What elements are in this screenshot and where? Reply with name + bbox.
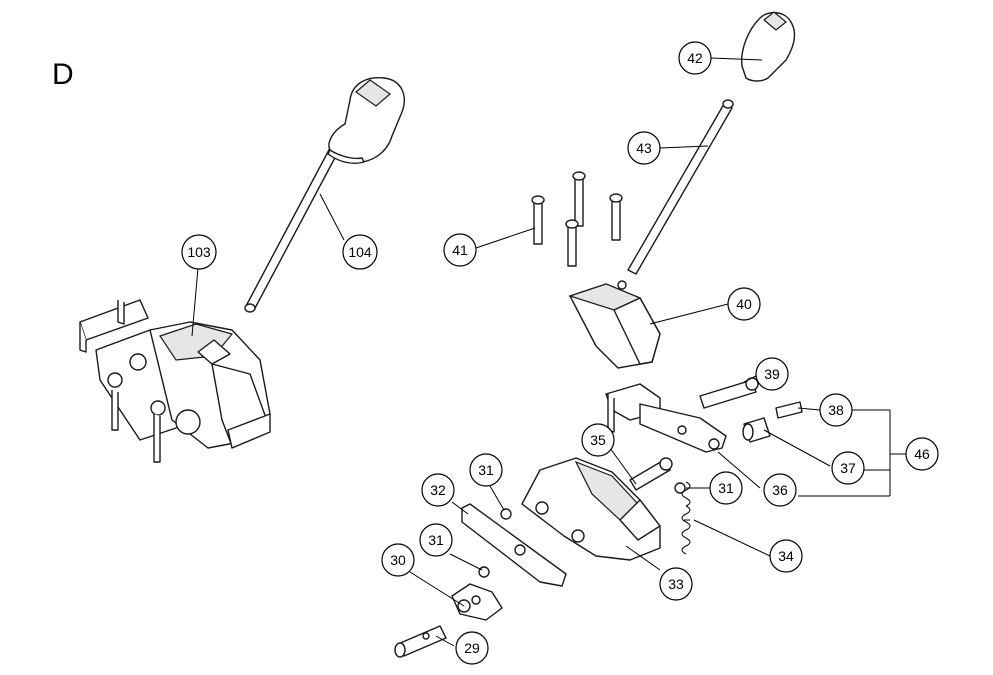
callout-label: 103 (187, 244, 211, 260)
knob-42 (741, 11, 796, 82)
callout-33: 33 (659, 567, 693, 601)
callout-label: 43 (636, 140, 652, 156)
spring-34 (681, 481, 691, 555)
pin-29 (394, 625, 447, 658)
callout-label: 31 (428, 532, 444, 548)
callout-label: 31 (478, 462, 494, 478)
callout-label: 41 (452, 242, 468, 258)
callout-103: 103 (181, 234, 217, 270)
lever-assembly-104 (244, 77, 405, 313)
pin-39 (699, 377, 759, 409)
callout-31-lower: 31 (419, 523, 453, 557)
callout-30: 30 (381, 543, 415, 577)
callout-46: 46 (905, 437, 939, 471)
callout-label: 34 (778, 548, 794, 564)
callout-104: 104 (342, 234, 378, 270)
cam-30 (451, 583, 503, 621)
callout-29: 29 (455, 631, 489, 665)
pins-37-38 (742, 401, 803, 443)
leader-lines (191, 57, 906, 647)
callout-label: 40 (736, 296, 752, 312)
housing-assembly-103 (79, 299, 271, 463)
pin-35 (629, 457, 673, 491)
callout-43: 43 (627, 131, 661, 165)
callout-label: 37 (840, 460, 856, 476)
callout-32: 32 (421, 473, 455, 507)
base-33 (521, 457, 661, 561)
callout-label: 30 (390, 552, 406, 568)
callout-label: 38 (828, 402, 844, 418)
section-letter: D (52, 58, 74, 91)
callout-label: 35 (590, 432, 606, 448)
callout-31-upper: 31 (709, 471, 743, 505)
callout-label: 104 (348, 244, 372, 260)
callout-label: 32 (430, 482, 446, 498)
callout-label: 33 (668, 576, 684, 592)
callout-label: 42 (687, 50, 703, 66)
callout-39: 39 (755, 357, 789, 391)
callout-label: 31 (718, 480, 734, 496)
bracket-36 (605, 383, 727, 453)
callout-41: 41 (443, 233, 477, 267)
callout-34: 34 (769, 539, 803, 573)
cover-40 (568, 283, 661, 369)
callout-42: 42 (678, 41, 712, 75)
callout-label: 36 (772, 482, 788, 498)
callout-35: 35 (581, 423, 615, 457)
callout-label: 29 (464, 640, 480, 656)
callout-38: 38 (819, 393, 853, 427)
callout-37: 37 (831, 451, 865, 485)
callout-label: 46 (914, 446, 930, 462)
bolts-41 (531, 171, 623, 267)
callout-36: 36 (763, 473, 797, 507)
callout-label: 39 (764, 366, 780, 382)
lever-plate-32 (461, 503, 567, 587)
callout-40: 40 (727, 287, 761, 321)
callout-31-middle: 31 (469, 453, 503, 487)
rod-43 (617, 99, 734, 290)
